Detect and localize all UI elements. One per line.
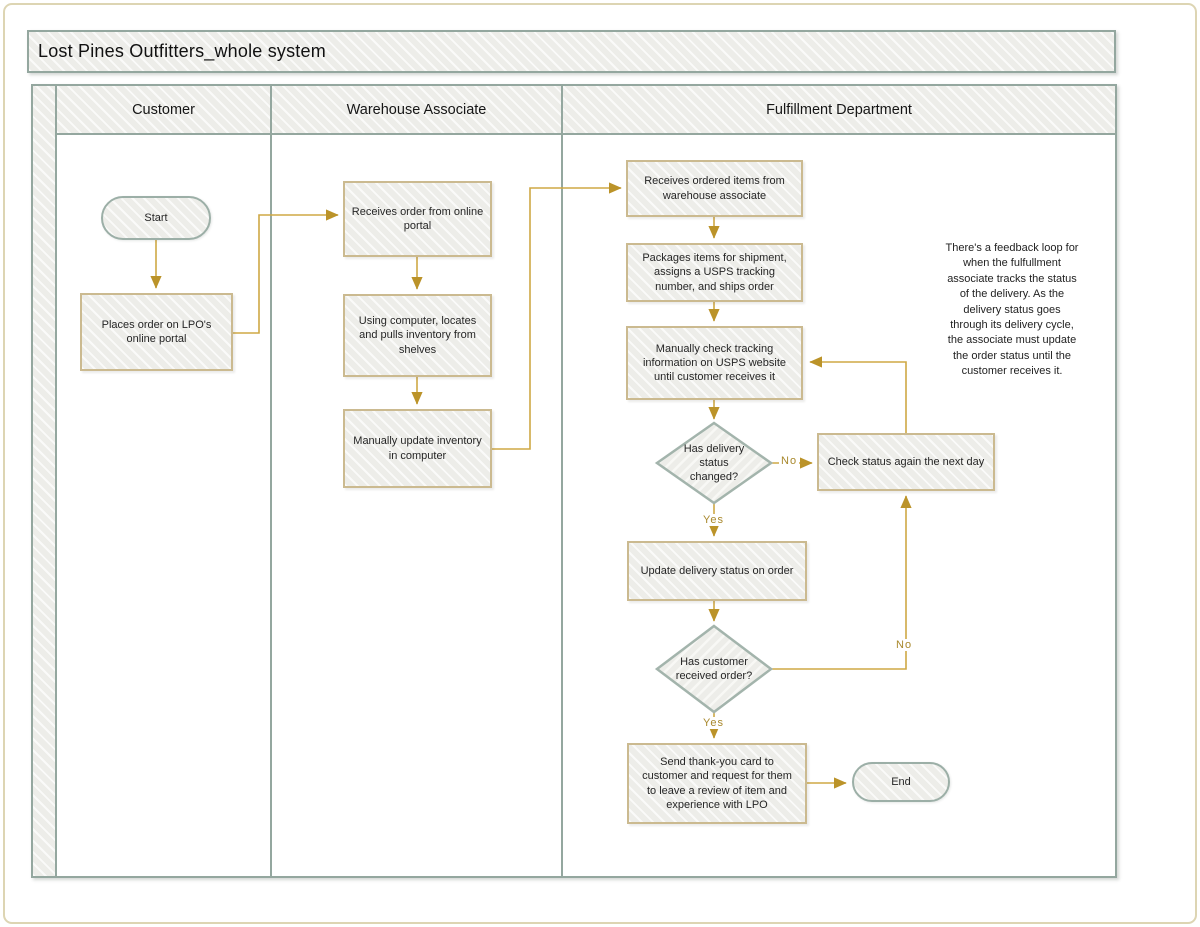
lane-header-customer[interactable]: Customer [57, 86, 272, 135]
shape-update-status-label: Update delivery status on order [640, 564, 794, 577]
shape-using-computer-label: Using computer, locates and pulls invent… [358, 315, 477, 356]
shape-check-status[interactable]: Check status again the next day [817, 433, 995, 491]
diagram-title: Lost Pines Outfitters_whole system [38, 41, 326, 61]
shape-places-order-label: Places order on LPO's online portal [101, 318, 212, 345]
shape-manually-check-label: Manually check tracking information on U… [642, 342, 787, 384]
shape-start-label: Start [144, 211, 168, 224]
shape-end[interactable]: End [852, 762, 950, 802]
shape-manually-check[interactable]: Manually check tracking information on U… [626, 326, 803, 400]
swimlane-side-strip [33, 86, 57, 876]
shape-manually-update-label: Manually update inventory in computer [353, 435, 482, 462]
shape-places-order[interactable]: Places order on LPO's online portal [80, 293, 233, 371]
shape-end-label: End [891, 775, 911, 788]
shape-update-status[interactable]: Update delivery status on order [627, 541, 807, 601]
diagram-title-bar[interactable]: Lost Pines Outfitters_whole system [27, 30, 1116, 73]
lane-label-warehouse-associate: Warehouse Associate [346, 101, 487, 118]
decision-received-label: Has customer received order? [675, 655, 753, 682]
decision-delivery-label: Has delivery status changed? [683, 442, 745, 484]
shape-send-card[interactable]: Send thank-you card to customer and requ… [627, 743, 807, 824]
feedback-loop-annotation: There's a feedback loop for when the ful… [945, 242, 1079, 378]
edge-label-yes-delivery: Yes [701, 514, 726, 526]
shape-start[interactable]: Start [101, 196, 211, 240]
lane-header-fulfillment-department[interactable]: Fulfillment Department [563, 86, 1115, 135]
lane-header-warehouse-associate[interactable]: Warehouse Associate [272, 86, 563, 135]
edge-label-no-received: No [894, 639, 915, 651]
edge-label-yes-received: Yes [701, 717, 726, 729]
lane-label-fulfillment-department: Fulfillment Department [766, 101, 912, 118]
shape-packages-items[interactable]: Packages items for shipment, assigns a U… [626, 243, 803, 302]
shape-send-card-label: Send thank-you card to customer and requ… [642, 755, 792, 811]
shape-receives-items-label: Receives ordered items from warehouse as… [644, 175, 785, 202]
shape-manually-update[interactable]: Manually update inventory in computer [343, 409, 492, 488]
shape-packages-items-label: Packages items for shipment, assigns a U… [642, 252, 787, 293]
shape-receives-items[interactable]: Receives ordered items from warehouse as… [626, 160, 803, 217]
edge-label-no-delivery: No [779, 455, 800, 467]
shape-check-status-label: Check status again the next day [827, 455, 985, 468]
shape-receives-order-label: Receives order from online portal [351, 205, 484, 232]
lane-label-customer: Customer [132, 101, 195, 118]
shape-using-computer[interactable]: Using computer, locates and pulls invent… [343, 294, 492, 377]
lane-body-customer [57, 135, 272, 876]
shape-receives-order[interactable]: Receives order from online portal [343, 181, 492, 257]
